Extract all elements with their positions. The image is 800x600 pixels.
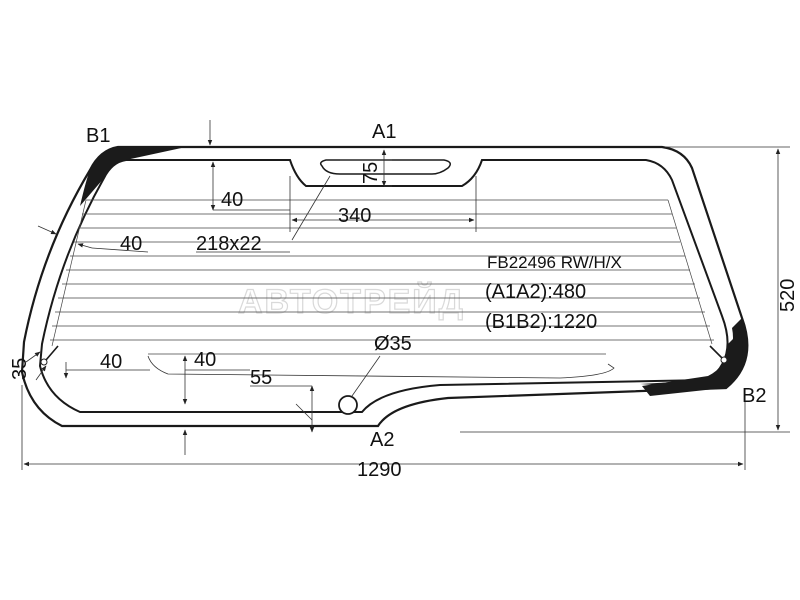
dim-bottom-left-margin: 40 bbox=[100, 351, 122, 373]
brake-light-slot bbox=[319, 159, 451, 175]
dim-bottom-depth: 55 bbox=[250, 367, 272, 389]
ceramic-corner-b1 bbox=[80, 147, 186, 206]
diagonal-a1a2: (A1A2):480 bbox=[485, 281, 586, 303]
label-b1: B1 bbox=[86, 125, 110, 147]
dim-hole-diameter: Ø35 bbox=[374, 333, 412, 355]
terminal-right bbox=[709, 345, 728, 364]
dim-top-margin: 40 bbox=[221, 189, 243, 211]
dimension-lines bbox=[21, 120, 790, 470]
dim-overall-height: 520 bbox=[777, 279, 799, 312]
diagonal-b1b2: (B1B2):1220 bbox=[485, 311, 597, 333]
dim-heater-pad: 218x22 bbox=[196, 233, 262, 255]
heater-grid bbox=[50, 199, 714, 355]
ceramic-corner-b2-patch bbox=[642, 332, 743, 396]
dim-side-margin-upper: 40 bbox=[120, 233, 142, 255]
watermark-text: АВТОТРЕЙД bbox=[238, 282, 465, 321]
dim-bracket-width: 340 bbox=[338, 205, 371, 227]
dim-bottom-inner-margin: 40 bbox=[194, 349, 216, 371]
label-a1: A1 bbox=[372, 121, 396, 143]
dim-overall-width: 1290 bbox=[357, 459, 402, 481]
mounting-hole bbox=[338, 395, 358, 415]
glass-inner-outline bbox=[38, 159, 729, 413]
terminal-left bbox=[40, 345, 59, 366]
part-number: FB22496 RW/H/X bbox=[487, 253, 622, 272]
label-a2: A2 bbox=[370, 429, 394, 451]
wiper-zone-outline bbox=[147, 355, 615, 379]
dim-bracket-height: 75 bbox=[360, 162, 382, 184]
dim-corner-offset: 35 bbox=[9, 358, 31, 380]
label-b2: B2 bbox=[742, 385, 766, 407]
